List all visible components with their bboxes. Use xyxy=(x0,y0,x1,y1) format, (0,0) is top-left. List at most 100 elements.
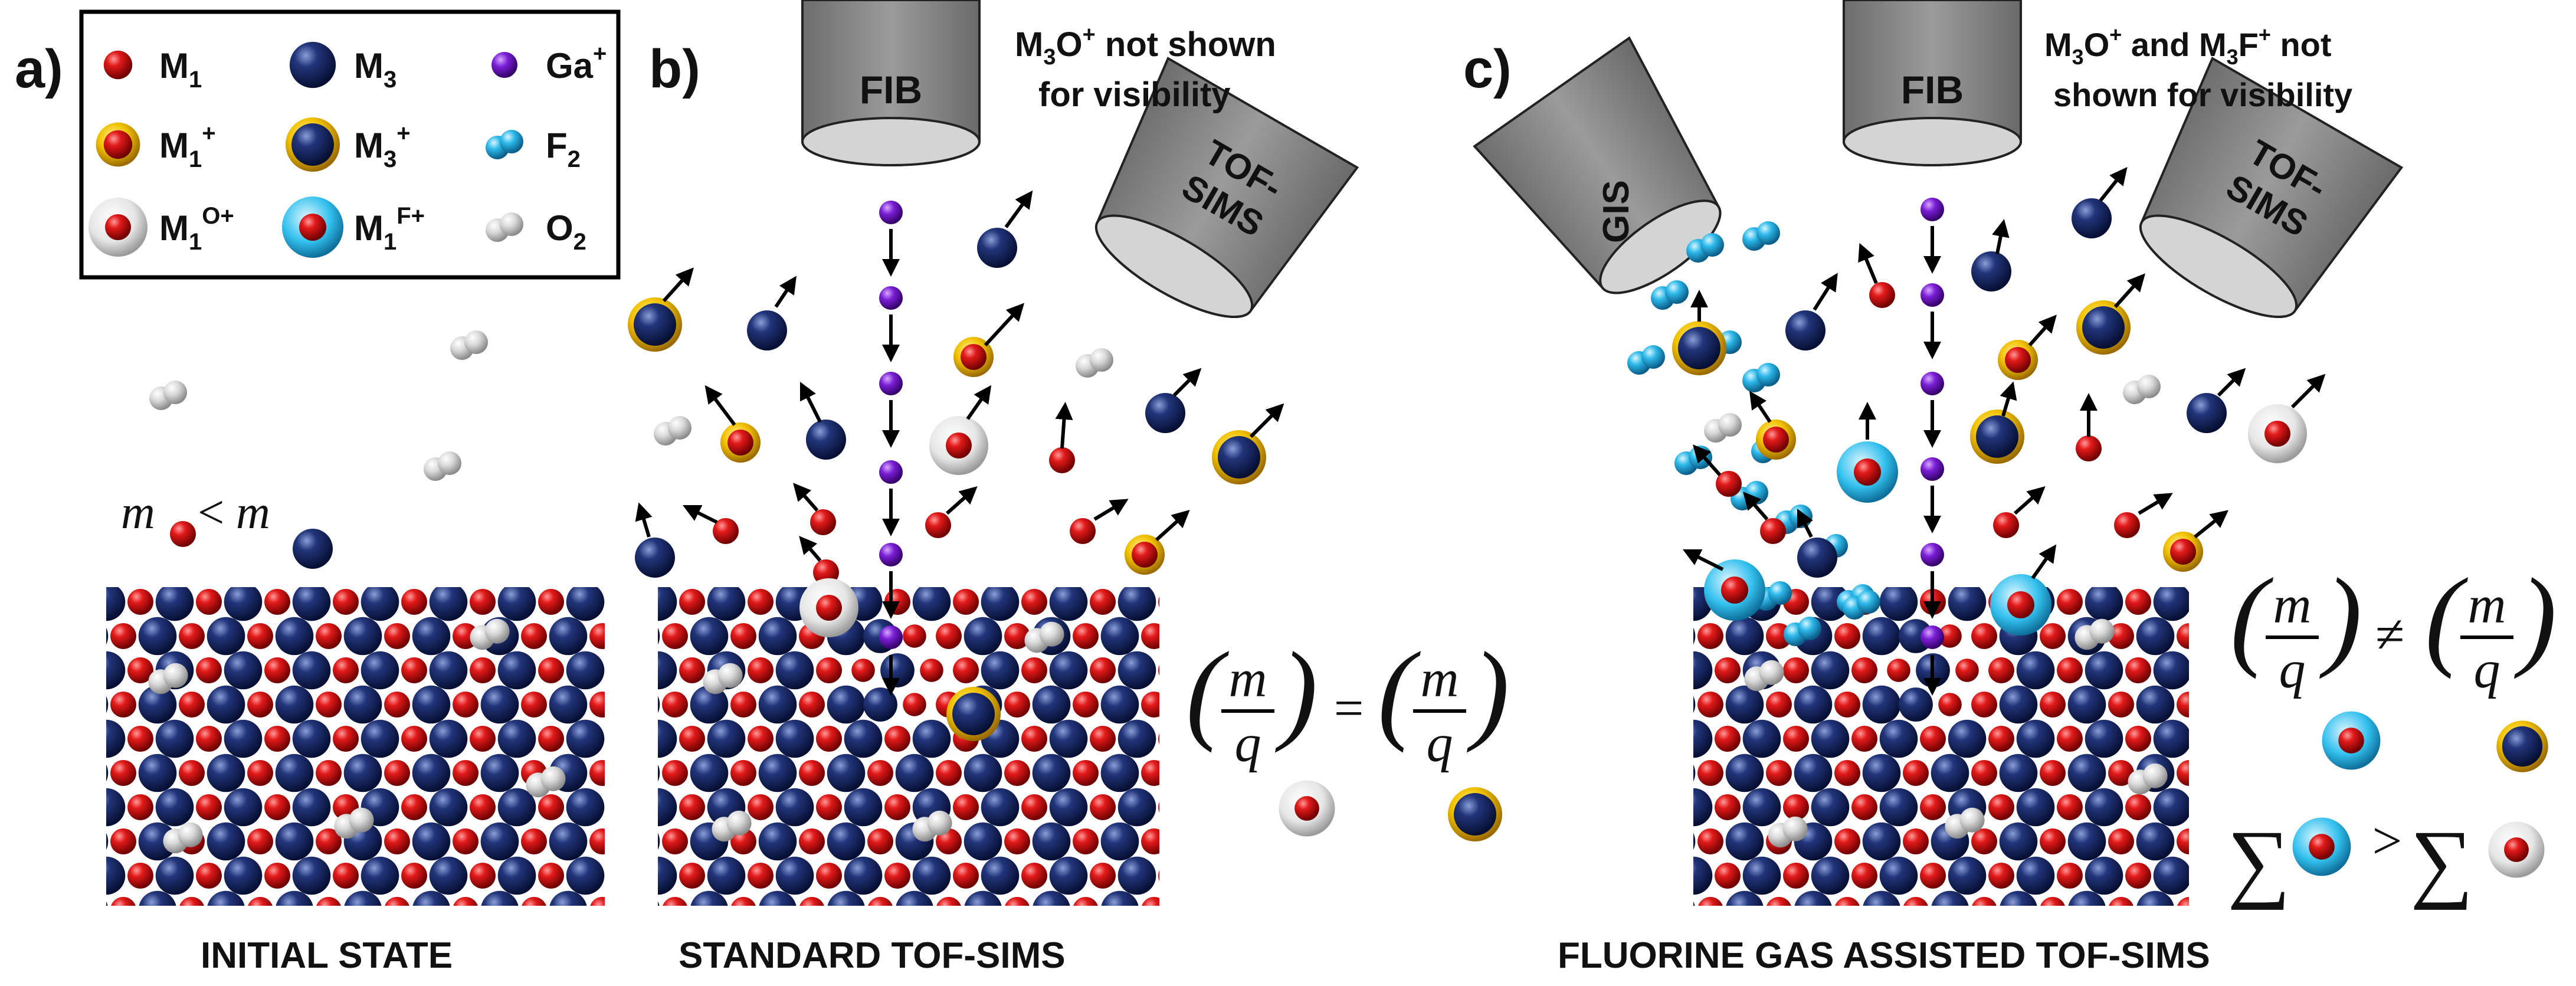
m3-atom xyxy=(639,925,677,964)
motion-arrow xyxy=(1155,509,1190,542)
o2-molecule xyxy=(163,822,203,854)
m1-atom xyxy=(538,589,564,615)
m1f-ion xyxy=(2292,817,2351,876)
fib-column-c: FIB xyxy=(1843,0,2022,166)
note-c: M3O+ and M3F+ not shown for visibility xyxy=(2044,22,2352,113)
motion-arrow xyxy=(1682,549,1724,571)
m3-atom xyxy=(2205,686,2243,724)
o2-molecule xyxy=(1768,816,1808,848)
legend-label-ga: Ga+ xyxy=(546,41,607,86)
m1-atom xyxy=(748,657,774,683)
m1-atom xyxy=(179,692,205,718)
m1-atom xyxy=(2245,760,2271,786)
motion-arrow xyxy=(984,303,1025,347)
legend-label-o2: O2 xyxy=(546,208,586,255)
m1-atom xyxy=(470,931,496,957)
m3-atom xyxy=(1169,891,1208,929)
m1-atom xyxy=(607,589,632,615)
m1-atom xyxy=(170,521,196,547)
m1-atom xyxy=(748,589,774,615)
m3-atom xyxy=(566,856,605,895)
m1-atom xyxy=(884,589,910,615)
m1-atom xyxy=(127,794,153,820)
m3-atom xyxy=(549,685,588,724)
m3-atom xyxy=(912,719,951,758)
m3-atom xyxy=(707,856,746,895)
legend-item-m1: M1 xyxy=(103,46,202,93)
m1-atom xyxy=(1021,726,1047,752)
m3-atom xyxy=(844,856,883,895)
m3-atom xyxy=(429,651,468,690)
m3-atom xyxy=(2136,890,2174,906)
legend-label-m1ion: M1+ xyxy=(159,120,216,172)
m1-atom xyxy=(59,657,85,683)
m3-atom xyxy=(1693,627,1696,645)
m3-atom xyxy=(658,719,677,758)
m1-atom xyxy=(1760,518,1786,544)
m1-atom xyxy=(1141,828,1159,854)
m3-atom xyxy=(343,617,382,656)
m1-atom xyxy=(1090,589,1116,615)
legend-item-f2: F2 xyxy=(486,126,581,172)
m1-atom xyxy=(2177,760,2189,786)
m1-atom xyxy=(1851,726,1877,752)
m1-atom xyxy=(589,692,605,718)
m3-atom xyxy=(106,719,126,758)
note-b: M3O+ not shown for visibility xyxy=(1015,22,1276,114)
m1-atom xyxy=(2057,794,2083,820)
m1-atom xyxy=(607,931,632,957)
m1-atom xyxy=(867,760,893,786)
m3-atom xyxy=(758,822,797,861)
m1-atom xyxy=(470,657,496,683)
m1-atom xyxy=(903,624,926,648)
m1-atom xyxy=(2177,828,2189,854)
o2-molecule xyxy=(2128,763,2168,795)
m3-atom xyxy=(360,651,399,690)
m3-atom xyxy=(2067,754,2106,792)
m3-atom xyxy=(1879,856,1918,895)
m1-atom xyxy=(1716,471,1742,497)
motion-arrow xyxy=(2099,166,2128,202)
motion-arrow xyxy=(2138,493,2173,515)
m3-atom xyxy=(2153,587,2189,621)
m1-atom xyxy=(453,897,478,906)
m1-atom xyxy=(196,657,222,683)
m3-atom xyxy=(155,587,194,621)
m3-atom xyxy=(106,856,126,895)
m3-atom xyxy=(618,754,656,792)
m1-atom xyxy=(1090,657,1116,683)
m1-atom xyxy=(936,760,962,786)
m1-atom xyxy=(1004,760,1030,786)
m1-atom xyxy=(316,623,342,649)
m1-atom xyxy=(1158,801,1159,813)
m3-atom xyxy=(207,890,245,906)
m3-atom xyxy=(1032,754,1071,792)
m3-atom xyxy=(2085,788,2123,827)
note-b-line2: for visibility xyxy=(1038,76,1231,114)
paren-close: ) xyxy=(2514,556,2557,680)
m1-atom xyxy=(1210,897,1235,923)
m3-atom xyxy=(895,754,934,792)
m3-atom xyxy=(566,788,605,827)
m3-atom xyxy=(690,685,729,724)
m1-atom xyxy=(2040,897,2065,906)
m1-atom xyxy=(127,589,153,615)
m1-atom xyxy=(401,794,427,820)
motion-arrow xyxy=(1055,402,1073,449)
fraction-numerator: m xyxy=(2273,576,2312,634)
m1-atom xyxy=(384,692,410,718)
motion-arrow xyxy=(774,276,797,308)
m1-atom xyxy=(1920,863,1946,889)
paren-open: ( xyxy=(2425,556,2469,680)
motion-arrow xyxy=(2290,374,2326,409)
gis-label: GIS xyxy=(1596,180,1637,243)
fib-label-b: FIB xyxy=(860,68,922,112)
legend-label-m1o: M1O+ xyxy=(159,203,234,255)
m1-atom xyxy=(179,623,205,649)
m1-atom xyxy=(538,657,564,683)
tof-sims-detector-b: TOF- SIMS xyxy=(1094,57,1359,318)
m1o-ion xyxy=(2488,821,2545,878)
legend-item-m3: M3 xyxy=(289,41,396,93)
m3-atom xyxy=(1725,617,1764,656)
m1-atom xyxy=(953,657,979,683)
